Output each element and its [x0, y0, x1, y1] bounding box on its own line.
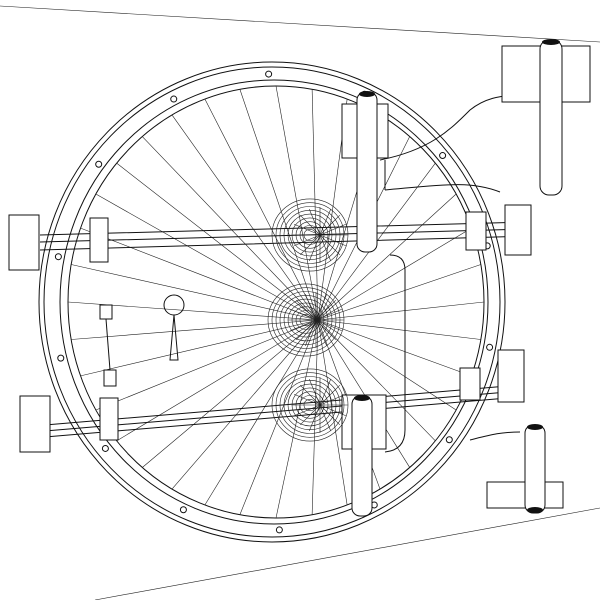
hinge-pins [351, 39, 563, 517]
locking-bar-upper [39, 221, 531, 251]
spoke [317, 264, 481, 321]
lock-handle [163, 294, 185, 361]
spoke [317, 319, 481, 340]
spoke [71, 264, 319, 321]
spoke [80, 227, 319, 321]
spoke [71, 319, 319, 340]
spoke [317, 193, 457, 321]
spoke [80, 319, 319, 377]
wall-edge-top [0, 5, 600, 43]
rim-bolt [486, 343, 494, 351]
rim-bolt [57, 354, 65, 362]
dial [271, 198, 349, 272]
hinge-arm [379, 94, 521, 453]
spoke [95, 319, 319, 411]
dial [271, 368, 349, 442]
bolt-blocks [8, 45, 591, 509]
spoke [142, 319, 319, 468]
dial [267, 283, 345, 357]
rim-bolt [101, 444, 109, 452]
spoke [275, 319, 319, 519]
spoke [275, 85, 319, 321]
spoke [239, 89, 319, 321]
wall-edge-bottom [94, 507, 600, 600]
combination-dials [267, 198, 349, 442]
rim-bolt [170, 95, 178, 103]
spoke [95, 193, 319, 321]
spoke [317, 301, 485, 321]
rim-bolt [265, 70, 273, 78]
rim-bolt [275, 526, 283, 534]
rim-bolt [54, 253, 62, 261]
spoke [142, 136, 319, 321]
spoke [116, 162, 319, 321]
spoke [311, 89, 319, 321]
spoke [171, 319, 319, 490]
rim-bolt [179, 506, 187, 514]
rim-bolts [54, 70, 494, 534]
rim-bolt [439, 152, 447, 160]
spoke [317, 319, 472, 377]
spoke [317, 227, 472, 321]
door-spokes [67, 85, 485, 519]
rim-bolt [445, 436, 453, 444]
spoke [317, 319, 410, 468]
spoke [204, 98, 319, 321]
rim-bolt [95, 160, 103, 168]
